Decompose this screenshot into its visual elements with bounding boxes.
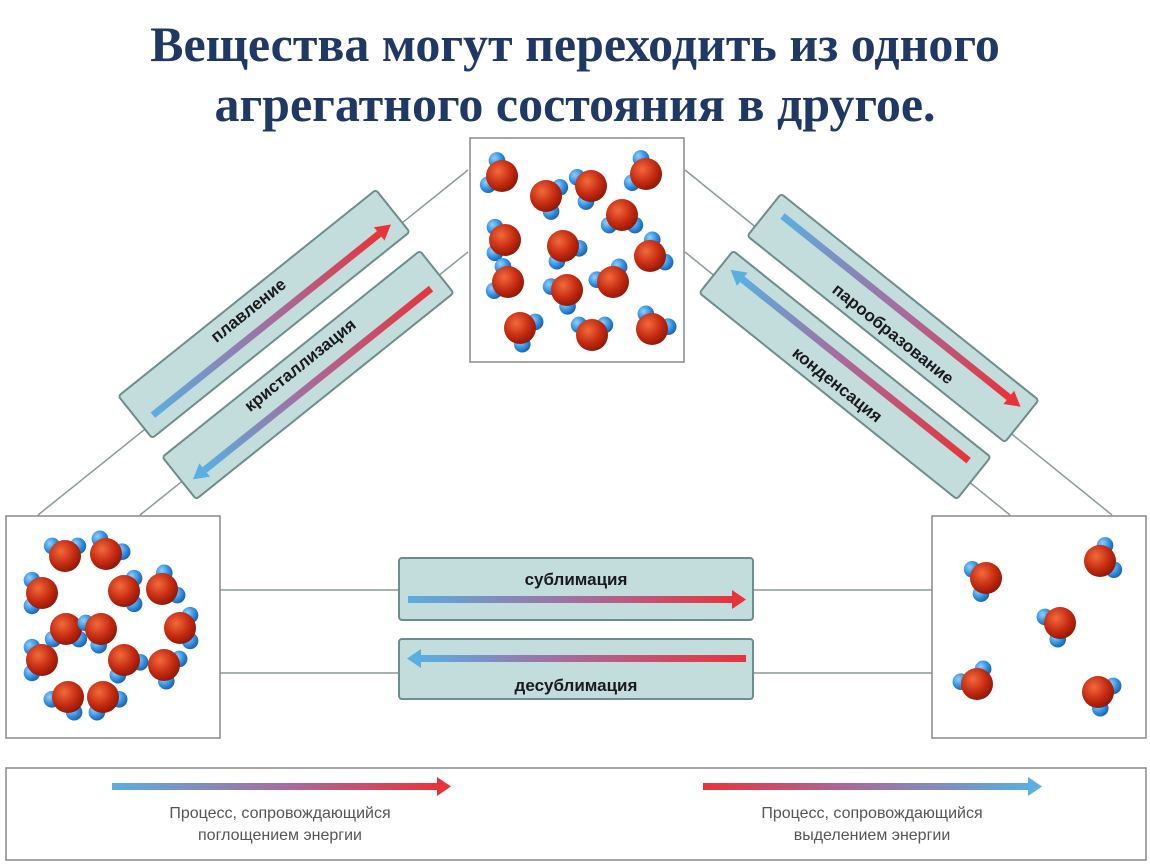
- water-molecule: [44, 613, 88, 648]
- water-molecule: [963, 561, 1002, 602]
- oxygen-atom: [961, 668, 993, 700]
- legend-release-arrow: [703, 777, 1042, 796]
- condensation-arrow: [730, 269, 971, 464]
- page-title: Вещества могут переходить из одного агре…: [0, 14, 1150, 134]
- oxygen-atom: [575, 170, 607, 202]
- oxygen-atom: [606, 199, 638, 231]
- sublimation-arrow: [408, 590, 746, 609]
- water-molecule: [636, 305, 677, 345]
- oxygen-atom: [87, 681, 119, 713]
- water-molecule: [570, 316, 614, 351]
- water-molecule: [43, 537, 87, 572]
- oxygen-atom: [486, 160, 518, 192]
- oxygen-atom: [1084, 545, 1116, 577]
- oxygen-atom: [108, 575, 140, 607]
- oxygen-atom: [50, 613, 82, 645]
- water-molecule: [90, 530, 131, 570]
- oxygen-atom: [576, 319, 608, 351]
- water-molecule: [148, 649, 188, 690]
- water-molecule: [547, 230, 588, 270]
- oxygen-atom: [26, 577, 58, 609]
- liquid-molecules: [479, 150, 677, 353]
- legend-release-line-2: выделением энергии: [794, 827, 951, 844]
- gas-state-box: [931, 515, 1147, 739]
- oxygen-atom: [504, 312, 536, 344]
- legend-absorb-line-2: поглощением энергии: [198, 827, 362, 844]
- melting-panel: плавление: [118, 189, 410, 439]
- water-molecule: [1084, 537, 1123, 578]
- vaporization-arrow: [780, 213, 1021, 407]
- water-molecule: [87, 681, 128, 721]
- desublimation-panel: десублимация: [398, 638, 754, 700]
- gas-molecules: [952, 537, 1123, 717]
- oxygen-atom: [90, 538, 122, 570]
- legend-absorb-arrow: [112, 777, 451, 796]
- legend-release-line-1: Процесс, сопровождающийся: [761, 805, 982, 822]
- water-molecule: [23, 638, 58, 682]
- oxygen-atom: [52, 681, 84, 713]
- legend: Процесс, сопровождающийся поглощением эн…: [5, 767, 1147, 861]
- oxygen-atom: [1044, 607, 1076, 639]
- water-molecule: [1036, 607, 1076, 648]
- sublimation-panel: сублимация: [398, 557, 754, 621]
- oxygen-atom: [551, 274, 583, 306]
- water-molecule: [634, 231, 674, 272]
- water-molecule: [600, 199, 644, 234]
- oxygen-atom: [492, 266, 524, 298]
- water-molecule: [108, 569, 143, 613]
- oxygen-atom: [630, 158, 662, 190]
- oxygen-atom: [489, 224, 521, 256]
- oxygen-atom: [148, 649, 180, 681]
- title-line-2: агрегатного состояния в другое.: [214, 76, 936, 132]
- water-molecule: [623, 150, 662, 191]
- crystallization-arrow: [192, 285, 434, 480]
- water-molecule: [77, 613, 117, 654]
- desublimation-label: десублимация: [515, 676, 638, 695]
- oxygen-atom: [49, 540, 81, 572]
- title-line-1: Вещества могут переходить из одного: [150, 16, 1000, 72]
- oxygen-atom: [547, 230, 579, 262]
- oxygen-atom: [146, 573, 178, 605]
- water-molecule: [1082, 676, 1122, 717]
- water-molecule: [486, 218, 521, 262]
- water-molecule: [164, 606, 199, 650]
- desublimation-arrow: [407, 649, 746, 668]
- water-molecule: [952, 660, 993, 700]
- oxygen-atom: [1082, 676, 1114, 708]
- water-molecule: [588, 258, 629, 298]
- oxygen-atom: [597, 266, 629, 298]
- water-molecule: [485, 258, 524, 299]
- water-molecule: [530, 179, 569, 220]
- melting-arrow: [150, 224, 391, 418]
- oxygen-atom: [85, 613, 117, 645]
- water-molecule: [542, 274, 583, 315]
- water-molecule: [23, 571, 58, 615]
- oxygen-atom: [970, 562, 1002, 594]
- oxygen-atom: [634, 240, 666, 272]
- water-molecule: [146, 564, 186, 605]
- water-molecule: [568, 169, 607, 210]
- water-molecule: [504, 312, 544, 353]
- water-molecule: [108, 644, 149, 684]
- oxygen-atom: [164, 612, 196, 644]
- water-molecule: [479, 152, 518, 193]
- water-molecule: [43, 681, 84, 721]
- oxygen-atom: [530, 180, 562, 212]
- oxygen-atom: [26, 644, 58, 676]
- oxygen-atom: [636, 313, 668, 345]
- sublimation-label: сублимация: [525, 570, 628, 589]
- solid-molecules: [23, 530, 199, 721]
- legend-absorb-line-1: Процесс, сопровождающийся: [169, 805, 390, 822]
- oxygen-atom: [108, 644, 140, 676]
